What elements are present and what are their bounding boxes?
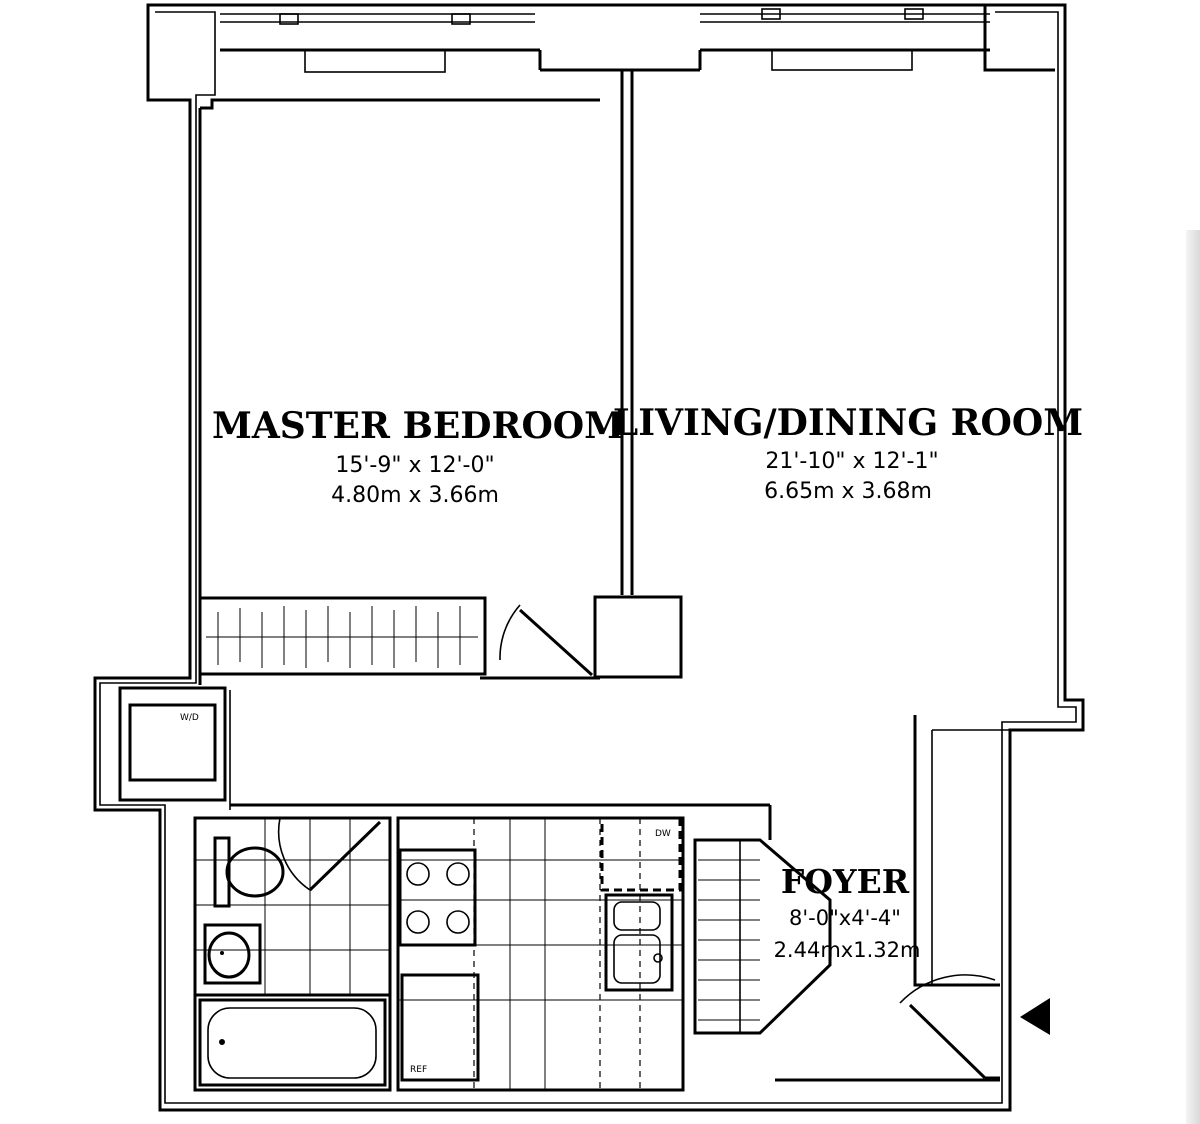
window-bedroom (220, 13, 540, 73)
living-dining-metric: 6.65m x 3.68m (764, 479, 932, 504)
sink-icon (203, 923, 262, 985)
master-bedroom-metric: 4.80m x 3.66m (331, 483, 499, 508)
entrance-arrow-icon (1020, 998, 1050, 1035)
hall-walls (229, 676, 772, 840)
toilet-icon (213, 836, 285, 908)
refrigerator-icon (400, 973, 480, 1082)
foyer-name: FOYER (781, 862, 910, 901)
stove-icon (398, 848, 477, 947)
scrollbar-edge[interactable] (1186, 230, 1200, 1124)
bedroom-closet (198, 596, 487, 676)
washer-dryer-closet (118, 686, 227, 802)
foyer-closet (693, 838, 832, 1035)
dishwasher-label: DW (655, 829, 671, 839)
washer-dryer-label: W/D (180, 713, 199, 723)
dishwasher-icon (600, 816, 682, 892)
foyer-metric: 2.44mx1.32m (774, 938, 921, 962)
bathtub-icon (198, 998, 387, 1087)
living-dining-name: LIVING/DINING ROOM (613, 402, 1083, 444)
window-living (538, 8, 990, 72)
living-dining-imperial: 21'-10" x 12'-1" (765, 449, 938, 474)
bathroom (193, 816, 392, 1092)
master-bedroom-name: MASTER BEDROOM (212, 405, 624, 447)
outer-walls (93, 3, 1085, 1112)
kitchen (396, 816, 685, 1092)
foyer-imperial: 8'-0"x4'-4" (789, 906, 901, 930)
refrigerator-label: REF (410, 1065, 427, 1075)
entrance-door (775, 974, 1000, 1082)
master-bedroom-imperial: 15'-9" x 12'-0" (335, 453, 494, 478)
partition-wall (198, 70, 683, 685)
bedroom-door (499, 604, 594, 677)
kitchen-sink-icon (604, 893, 674, 992)
